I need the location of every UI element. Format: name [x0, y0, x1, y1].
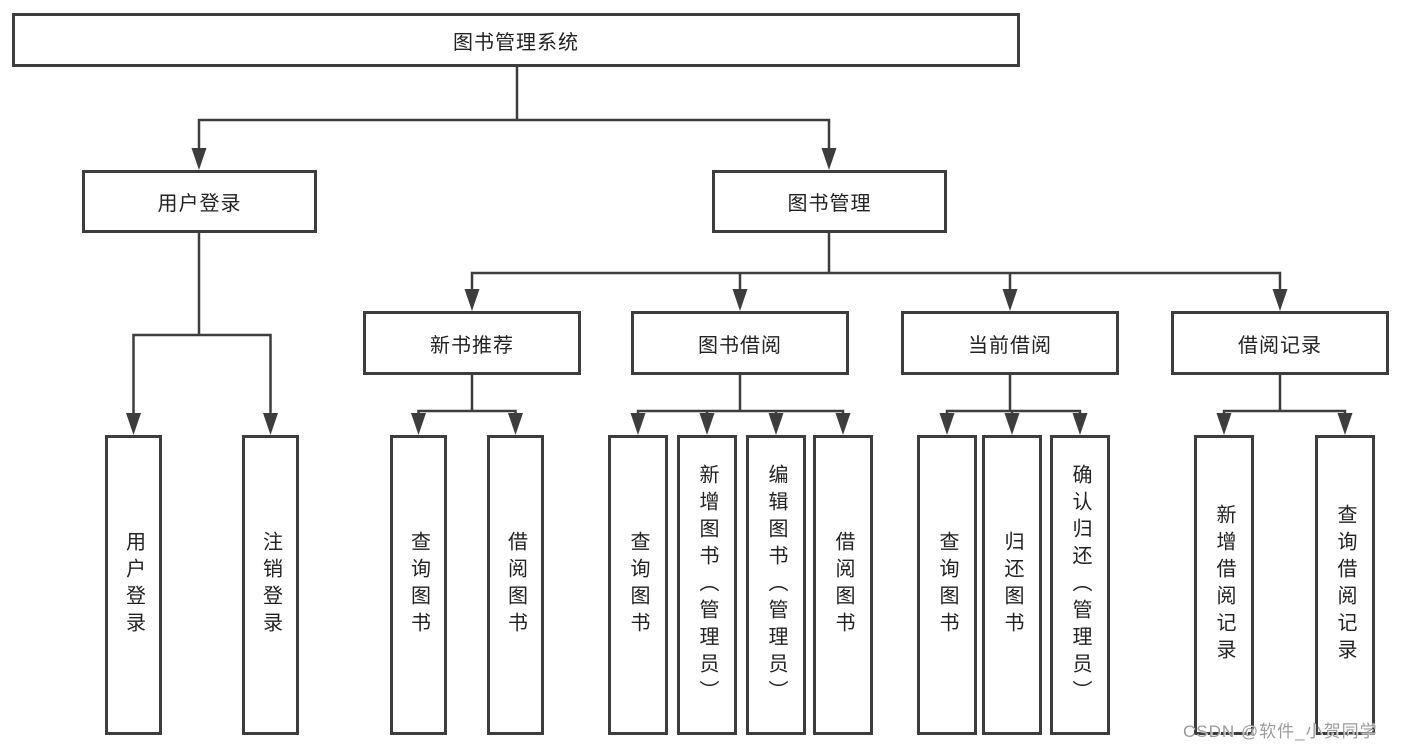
arrow-down-icon — [821, 148, 837, 170]
node-borrow-records: 借阅记录 — [1171, 311, 1389, 375]
arrow-down-icon — [1072, 413, 1088, 435]
arrow-down-icon — [699, 413, 715, 435]
arrow-down-icon — [1272, 289, 1288, 311]
connector-user-login — [132, 233, 272, 430]
leaf-borrow-books: 借阅图书 — [813, 435, 873, 735]
arrowheads — [126, 148, 1353, 435]
node-new-book-recommend: 新书推荐 — [363, 311, 581, 375]
arrow-down-icon — [939, 413, 955, 435]
connector-book-management — [470, 233, 1282, 306]
leaf-logout: 注销登录 — [242, 435, 299, 735]
leaf-add-books-admin: 新增图书（管理员） — [677, 435, 737, 735]
arrow-down-icon — [464, 289, 480, 311]
arrow-down-icon — [1337, 413, 1353, 435]
connector-borrow-records — [1222, 375, 1347, 430]
connector-root — [197, 67, 831, 164]
leaf-query-books-recommend: 查询图书 — [390, 435, 447, 735]
leaf-borrow-books-recommend: 借阅图书 — [487, 435, 544, 735]
leaf-edit-books-admin: 编辑图书（管理员） — [746, 435, 806, 735]
node-book-borrow: 图书借阅 — [631, 311, 849, 375]
arrow-down-icon — [732, 289, 748, 311]
arrow-down-icon — [1216, 413, 1232, 435]
watermark: CSDN @软件_小贺同学 — [1183, 722, 1378, 741]
leaf-return-books: 归还图书 — [982, 435, 1042, 735]
arrow-down-icon — [768, 413, 784, 435]
leaf-confirm-return-admin: 确认归还（管理员） — [1050, 435, 1110, 735]
arrow-down-icon — [1004, 413, 1020, 435]
connector-book-borrow — [636, 375, 845, 430]
arrow-down-icon — [411, 413, 426, 435]
arrow-down-icon — [630, 413, 646, 435]
leaf-user-login: 用户登录 — [105, 435, 162, 735]
connector-new-book — [417, 375, 517, 430]
node-current-borrow: 当前借阅 — [901, 311, 1119, 375]
node-book-management: 图书管理 — [712, 170, 947, 233]
arrow-down-icon — [263, 413, 278, 435]
node-user-login: 用户登录 — [82, 170, 317, 233]
leaf-add-borrow-record: 新增借阅记录 — [1194, 435, 1254, 735]
arrow-down-icon — [126, 413, 141, 435]
node-root: 图书管理系统 — [12, 13, 1020, 67]
arrow-down-icon — [835, 413, 851, 435]
leaf-query-borrow-record: 查询借阅记录 — [1315, 435, 1375, 735]
leaf-query-books-current: 查询图书 — [917, 435, 977, 735]
arrow-down-icon — [508, 413, 523, 435]
arrow-down-icon — [1002, 289, 1018, 311]
arrow-down-icon — [191, 148, 207, 170]
leaf-query-books-borrow: 查询图书 — [608, 435, 668, 735]
